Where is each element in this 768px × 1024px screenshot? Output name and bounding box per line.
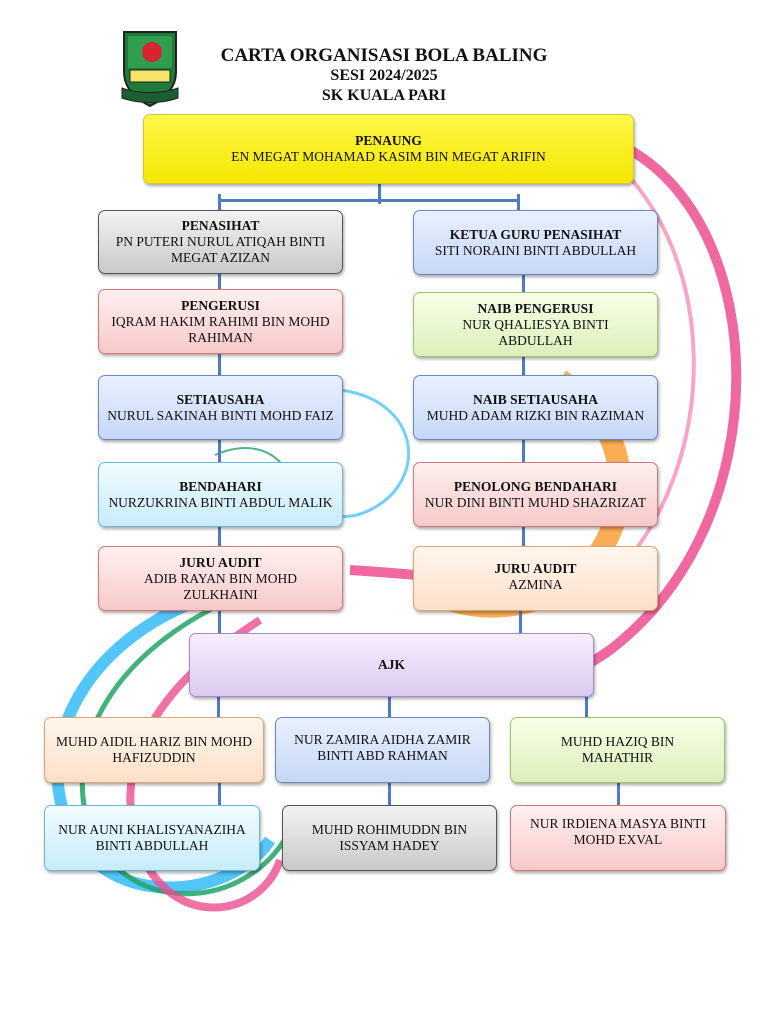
advisor-role: PENASIHAT [181,218,260,233]
assistant-treasurer-role: PENOLONG BENDAHARI [453,478,618,494]
connector-left-4 [218,527,221,547]
connector-horizontal-top [218,199,520,202]
chairman-role: PENGERUSI [181,297,260,313]
committee-member-5: MUHD ROHIMUDDN BIN ISSYAM HADEY [282,805,497,871]
committee-member-5-name: MUHD ROHIMUDDN BIN ISSYAM HADEY [311,822,468,853]
connector-mid-top [378,194,381,204]
connector-left-3 [218,440,221,463]
vice-secretary-role: NAIB SETIAUSAHA [473,391,598,407]
auditor-right-role: JURU AUDIT [494,561,577,576]
patron-box: PENAUNG EN MEGAT MOHAMAD KASIM BIN MEGAT… [143,114,634,184]
assistant-treasurer-box: PENOLONG BENDAHARI NUR DINI BINTI MUHD S… [413,462,658,527]
committee-member-2-name: NUR ZAMIRA AIDHA ZAMIR BINTI ABD RAHMAN [294,732,471,763]
connector-left-top [218,194,221,212]
committee-member-6-name: NUR IRDIENA MASYA BINTI MOHD EXVAL [530,816,706,847]
treasurer-name: NURZUKRINA BINTI ABDUL MALIK [108,494,333,510]
committee-member-3-name: MUHD HAZIQ BIN MAHATHIR [560,734,675,765]
connector-ajk-left [217,697,220,717]
advisor-box: PENASIHAT PN PUTERI NURUL ATIQAH BINTI M… [98,210,343,274]
chairman-name: IQRAM HAKIM RAHIMI BIN MOHD RAHIMAN [111,313,330,345]
committee-member-6: NUR IRDIENA MASYA BINTI MOHD EXVAL [510,805,726,871]
vice-secretary-name: MUHD ADAM RIZKI BIN RAZIMAN [426,407,645,423]
chart-title: CARTA ORGANISASI BOLA BALING [220,45,548,66]
auditor-right-box: JURU AUDIT AZMINA [413,546,658,611]
vice-secretary-box: NAIB SETIAUSAHA MUHD ADAM RIZKI BIN RAZI… [413,375,658,440]
session-label: SESI 2024/2025 [330,67,438,84]
auditor-left-name: ADIB RAYAN BIN MOHD ZULKHAINI [144,570,297,602]
committee-member-2: NUR ZAMIRA AIDHA ZAMIR BINTI ABD RAHMAN [275,717,490,783]
connector-left-5 [218,610,221,634]
committee-member-3: MUHD HAZIQ BIN MAHATHIR [510,717,725,783]
committee-label: AJK [378,657,405,672]
committee-member-1-name: MUHD AIDIL HARIZ BIN MOHD HAFIZUDDIN [56,734,252,765]
head-advisor-role: KETUA GURU PENASIHAT [449,226,622,242]
vice-chairman-box: NAIB PENGERUSI NUR QHALIESYA BINTI ABDUL… [413,292,658,357]
secretary-role: SETIAUSAHA [176,391,265,407]
auditor-left-role: JURU AUDIT [179,554,262,570]
connector-patron-down [378,183,381,201]
school-name: SK KUALA PARI [321,87,447,104]
school-crest-logo [121,31,179,108]
committee-box: AJK [189,633,594,697]
chart-title-block: CARTA ORGANISASI BOLA BALING SESI 2024/2… [170,46,598,106]
treasurer-box: BENDAHARI NURZUKRINA BINTI ABDUL MALIK [98,462,343,527]
assistant-treasurer-name: NUR DINI BINTI MUHD SHAZRIZAT [424,494,647,510]
connector-ajk-left-2 [218,783,221,805]
connector-right-5 [519,610,522,634]
vice-chairman-name: NUR QHALIESYA BINTI ABDULLAH [462,316,609,348]
vice-chairman-role: NAIB PENGERUSI [477,300,594,316]
connector-ajk-mid-2 [388,783,391,805]
committee-member-4: NUR AUNI KHALISYANAZIHA BINTI ABDULLAH [44,805,260,871]
connector-right-4 [522,527,525,547]
connector-ajk-mid [388,697,391,717]
connector-ajk-right [585,697,588,717]
committee-member-4-name: NUR AUNI KHALISYANAZIHA BINTI ABDULLAH [58,822,246,853]
connector-left-1 [218,273,221,290]
connector-right-2 [522,356,525,376]
connector-ajk-right-2 [617,783,620,805]
connector-left-2 [218,353,221,376]
secretary-name: NURUL SAKINAH BINTI MOHD FAIZ [107,407,334,423]
connector-right-top [517,194,520,212]
connector-right-3 [522,440,525,463]
auditor-right-name: AZMINA [508,577,563,592]
patron-name: EN MEGAT MOHAMAD KASIM BIN MEGAT ARIFIN [231,149,546,164]
advisor-name: PN PUTERI NURUL ATIQAH BINTI MEGAT AZIZA… [115,234,326,265]
head-advisor-name: SITI NORAINI BINTI ABDULLAH [434,242,637,258]
connector-right-1 [522,274,525,293]
committee-member-1: MUHD AIDIL HARIZ BIN MOHD HAFIZUDDIN [44,717,264,783]
patron-role: PENAUNG [355,133,422,148]
treasurer-role: BENDAHARI [179,478,262,494]
secretary-box: SETIAUSAHA NURUL SAKINAH BINTI MOHD FAIZ [98,375,343,440]
auditor-left-box: JURU AUDIT ADIB RAYAN BIN MOHD ZULKHAINI [98,546,343,611]
chairman-box: PENGERUSI IQRAM HAKIM RAHIMI BIN MOHD RA… [98,289,343,354]
head-advisor-box: KETUA GURU PENASIHAT SITI NORAINI BINTI … [413,210,658,275]
